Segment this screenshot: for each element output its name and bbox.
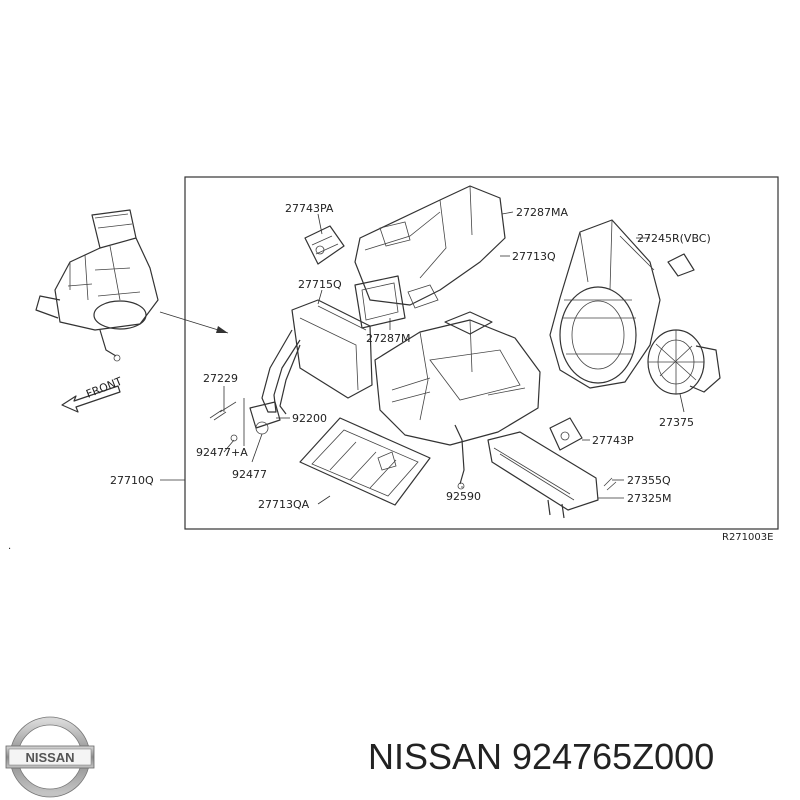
evaporator (261, 299, 373, 415)
label-27287M: 27287M (366, 332, 410, 345)
label-27713Q: 27713Q (512, 250, 556, 263)
label-27710Q: 27710Q (110, 474, 154, 487)
lower-case (299, 417, 431, 506)
label-27375: 27375 (659, 416, 694, 429)
brand-caption: NISSAN 924765Z000 (368, 736, 715, 777)
actuator-lower (549, 417, 583, 451)
label-92477: 92477 (232, 468, 267, 481)
label-27355Q: 27355Q (627, 474, 671, 487)
blower-motor (647, 329, 721, 395)
actuator-upper (304, 225, 345, 265)
diagram-frame (184, 176, 779, 530)
label-92477-a: 92477+A (196, 446, 248, 459)
label-27743P: 27743P (592, 434, 634, 447)
heater-core (487, 431, 617, 519)
label-27245R: 27245R(VBC) (637, 232, 711, 245)
front-arrow: FRONT (61, 375, 124, 413)
label-27713QA: 27713QA (258, 498, 310, 511)
label-27715Q: 27715Q (298, 278, 342, 291)
logo-wordmark: NISSAN (25, 750, 74, 765)
blower-housing (549, 219, 661, 389)
label-27325M: 27325M (627, 492, 671, 505)
upper-duct (354, 185, 506, 329)
label-27287MA: 27287MA (516, 206, 568, 219)
label-27229: 27229 (203, 372, 238, 385)
heater-unit-overview (35, 209, 229, 362)
nissan-logo: NISSAN (5, 716, 95, 798)
label-27743PA: 27743PA (285, 202, 334, 215)
part-labels: 27743PA 27287MA 27245R(VBC) 27713Q 27715… (110, 202, 711, 511)
label-92590: 92590 (446, 490, 481, 503)
clip (667, 253, 695, 277)
corner-mark: · (8, 544, 11, 555)
leader-lines (160, 211, 685, 505)
reference-code: R271003E (722, 532, 773, 543)
label-92200: 92200 (292, 412, 327, 425)
heater-case (374, 311, 541, 490)
brand-strip: NISSAN NISSAN 924765Z000 (0, 708, 800, 800)
expansion-valve (209, 398, 281, 446)
